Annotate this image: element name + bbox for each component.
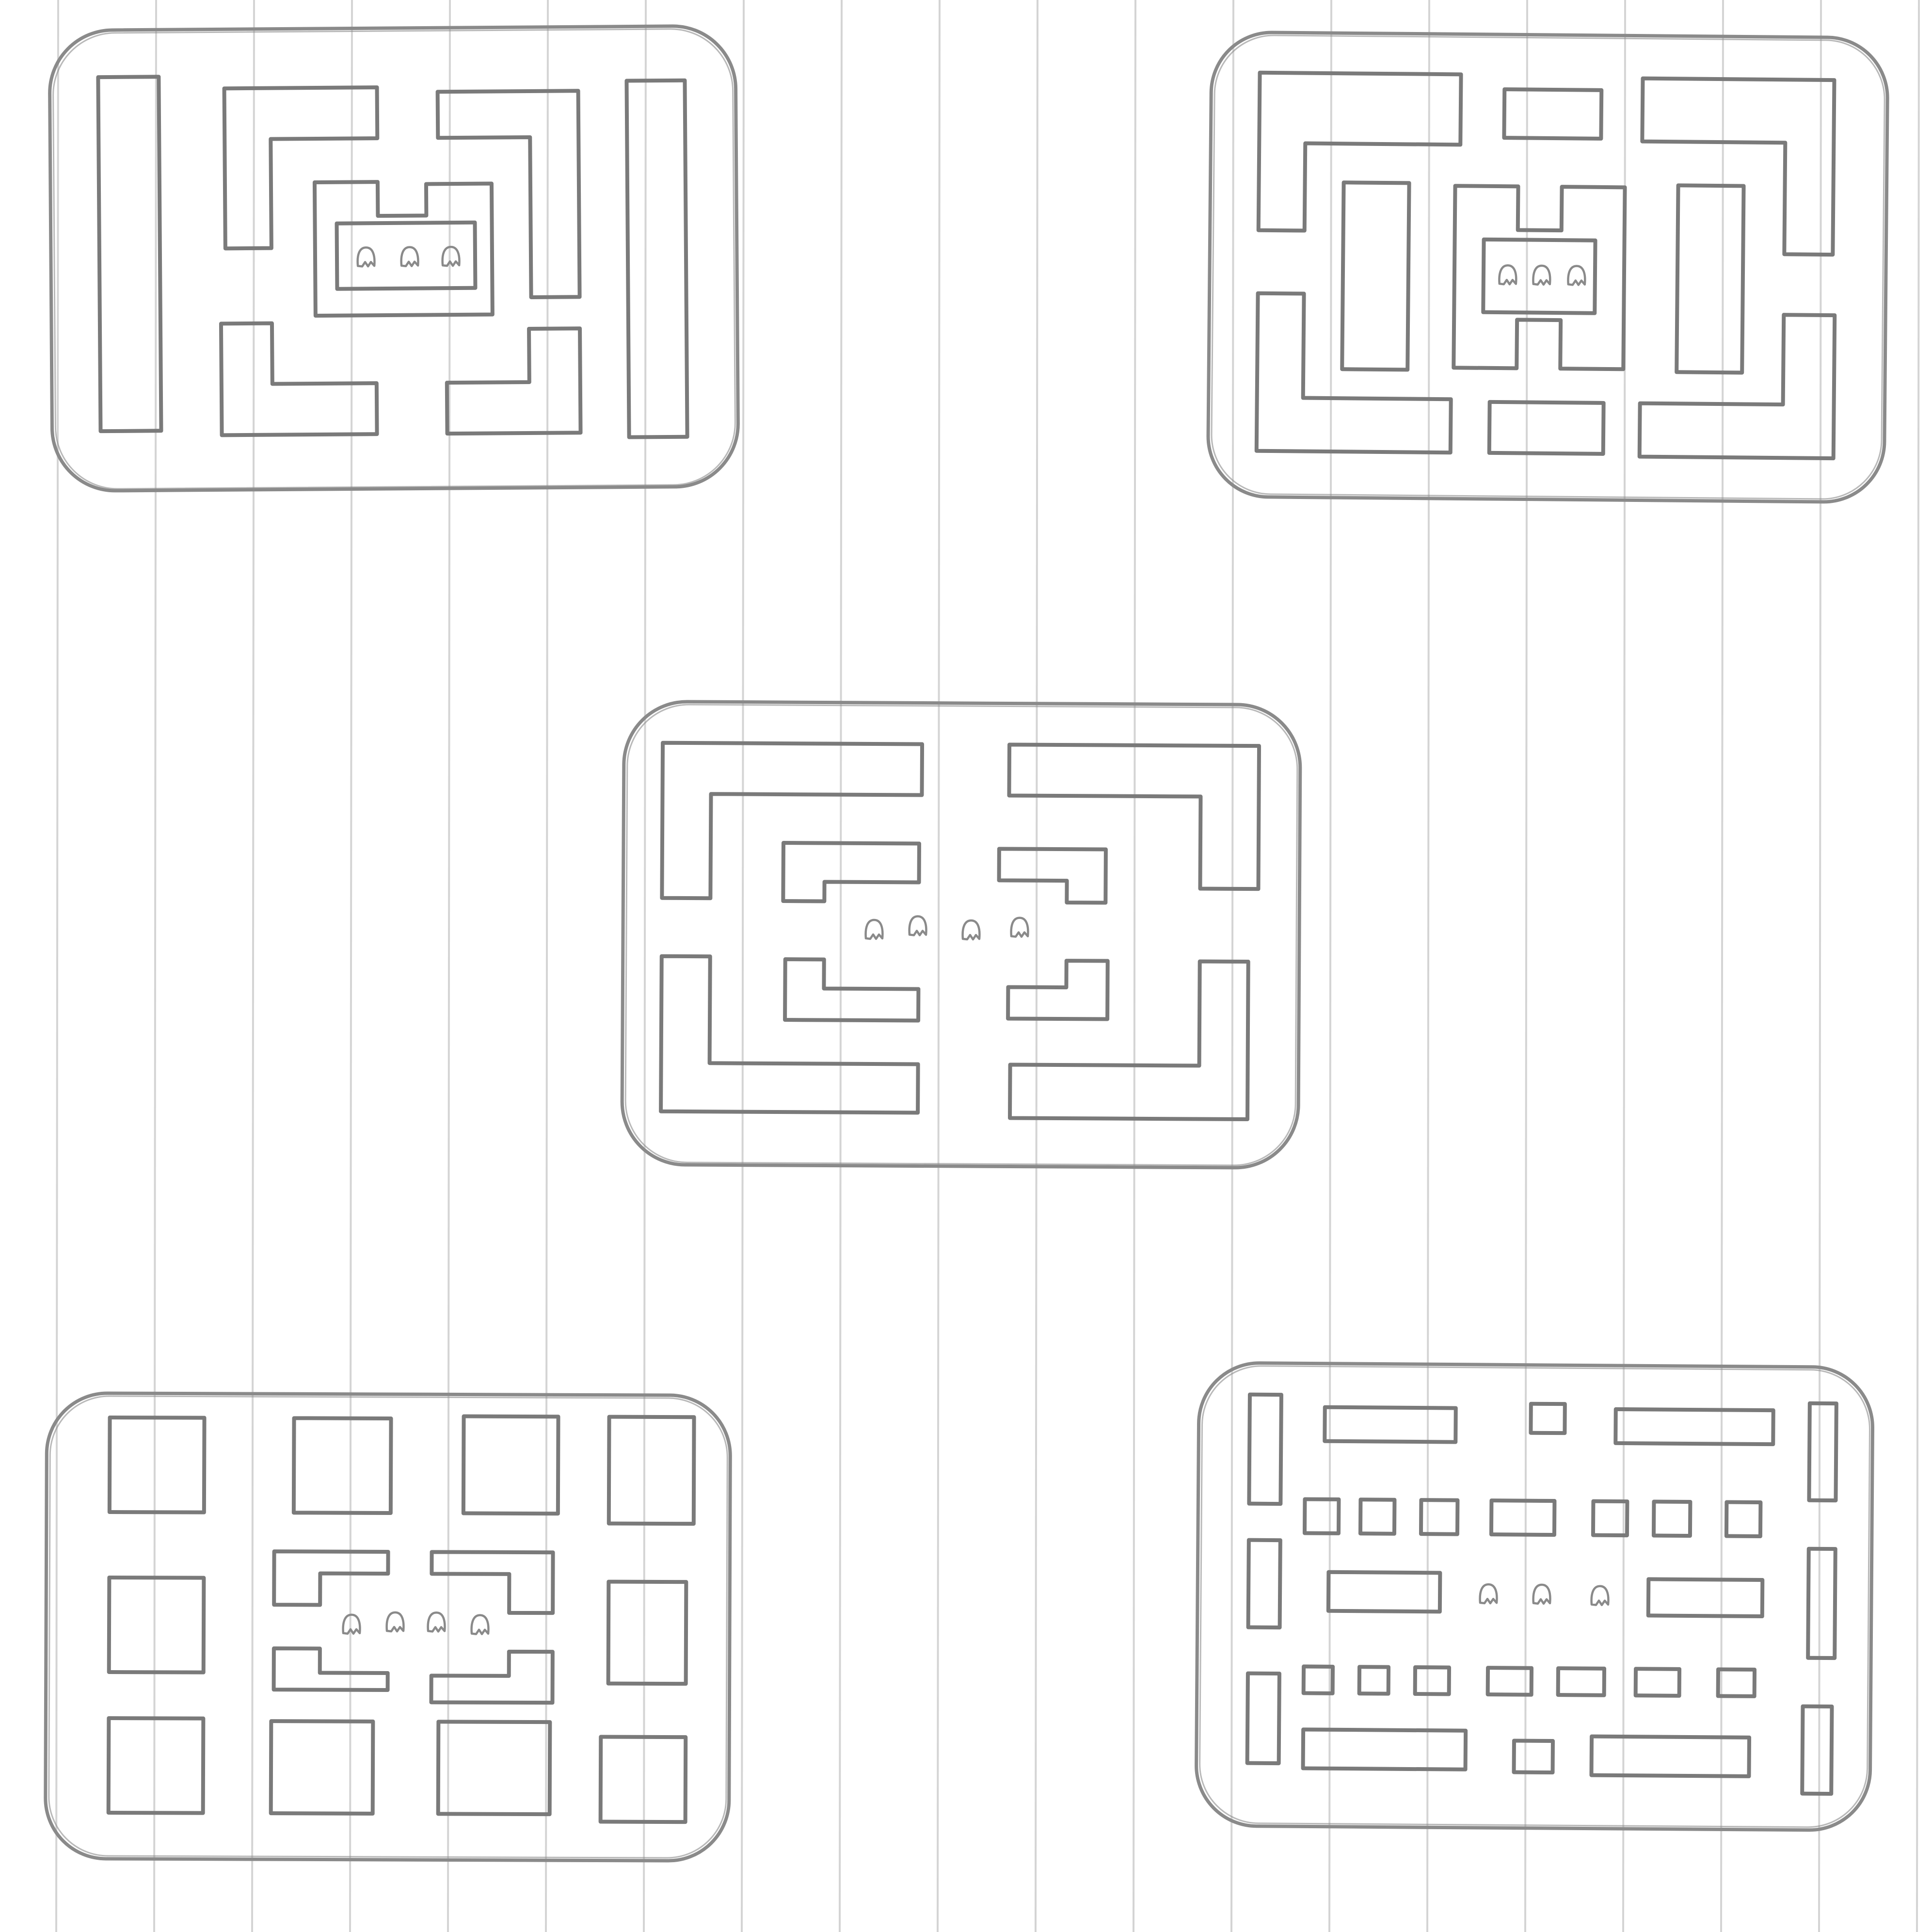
- maze-frame: [45, 1393, 730, 1861]
- ghost-icon: [343, 1615, 360, 1634]
- ghost-icon: [1533, 1585, 1550, 1604]
- maze-sketch-top-right: [1208, 32, 1888, 502]
- ghosts: [866, 916, 1028, 940]
- maze-frame: [622, 701, 1300, 1168]
- ghosts: [357, 247, 459, 266]
- maze-sketch-top-left: [49, 26, 739, 491]
- ghost-icon: [1568, 266, 1585, 285]
- ghost-icon: [910, 916, 926, 935]
- maze-walls: [109, 1415, 694, 1822]
- maze-walls: [661, 743, 1259, 1119]
- ghost-icon: [401, 247, 418, 266]
- ghost-icon: [428, 1612, 445, 1631]
- maze-sketch-bottom-left: [45, 1393, 730, 1861]
- maze-sketch-bottom-right: [1196, 1363, 1873, 1831]
- maze-frame: [49, 26, 739, 491]
- maze-walls: [1247, 1395, 1836, 1794]
- ghost-icon: [1592, 1586, 1609, 1605]
- ghosts: [343, 1612, 489, 1634]
- ghost-icon: [387, 1612, 404, 1631]
- ghost-icon: [357, 247, 374, 266]
- ghost-icon: [1011, 918, 1028, 937]
- ghost-icon: [1480, 1584, 1497, 1603]
- maze-walls: [98, 73, 687, 441]
- maze-frame: [1208, 32, 1888, 502]
- maze-walls: [1257, 73, 1837, 458]
- ghost-icon: [963, 920, 980, 939]
- ghost-icon: [866, 920, 883, 939]
- ghosts: [1480, 1584, 1609, 1605]
- ghosts: [1499, 265, 1585, 285]
- ghost-icon: [1533, 266, 1550, 285]
- ghost-icon: [442, 247, 459, 266]
- maze-sketch-center: [622, 701, 1300, 1168]
- ghost-icon: [1499, 265, 1516, 284]
- ghost-icon: [472, 1615, 489, 1634]
